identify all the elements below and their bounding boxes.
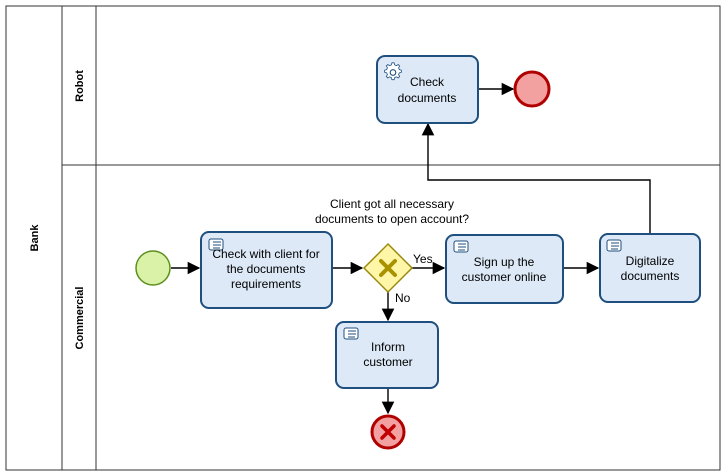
task-inform-customer[interactable]: Inform customer — [335, 321, 439, 389]
sequence-flows — [171, 82, 651, 415]
start-event[interactable] — [135, 250, 171, 286]
task-sign-up-line-1: Sign up the — [474, 255, 535, 269]
gateway-question-line-1: Client got all necessary — [330, 197, 454, 211]
task-check-client-line-1: Check with client for — [212, 247, 319, 261]
task-inform-line-2: customer — [363, 355, 412, 369]
task-check-documents-line-1: Check — [410, 75, 445, 89]
manual-task-icon — [343, 327, 359, 340]
task-digitalize[interactable]: Digitalize documents — [599, 233, 701, 303]
task-sign-up-line-2: customer online — [462, 270, 547, 284]
gateway-x-icon — [379, 259, 397, 277]
lane-label-robot: Robot — [74, 70, 86, 102]
manual-task-icon — [453, 240, 469, 253]
task-inform-box[interactable] — [335, 321, 439, 389]
task-check-documents-box[interactable] — [376, 55, 479, 124]
pool-label: Bank — [29, 224, 41, 252]
task-check-client-line-2: the documents — [227, 262, 306, 276]
task-check-documents-line-2: documents — [398, 91, 457, 105]
task-sign-up[interactable]: Sign up the customer online — [445, 234, 564, 304]
error-x-icon — [380, 424, 396, 440]
task-check-documents[interactable]: Check documents — [376, 55, 479, 124]
task-digitalize-box[interactable] — [599, 233, 701, 303]
gateway-no-label: No — [395, 291, 411, 305]
gateway-question-line-2: documents to open account? — [315, 212, 469, 226]
task-check-client-line-3: requirements — [231, 277, 301, 291]
manual-task-icon — [606, 239, 622, 252]
manual-task-icon — [208, 238, 224, 251]
task-inform-line-1: Inform — [371, 340, 405, 354]
lane-label-commercial: Commercial — [74, 287, 86, 350]
task-digitalize-line-1: Digitalize — [626, 254, 675, 268]
service-task-gear-icon — [384, 62, 402, 81]
task-digitalize-line-2: documents — [621, 269, 680, 283]
exclusive-gateway[interactable] — [362, 242, 414, 294]
error-end-event[interactable] — [370, 414, 406, 450]
gateway-yes-label: Yes — [413, 252, 433, 266]
end-event[interactable] — [513, 70, 551, 108]
task-check-client-box[interactable] — [200, 231, 333, 309]
task-sign-up-box[interactable] — [445, 234, 564, 304]
flow-digitalize-to-check-docs[interactable] — [421, 122, 651, 234]
task-check-client[interactable]: Check with client for the documents requ… — [200, 231, 333, 309]
